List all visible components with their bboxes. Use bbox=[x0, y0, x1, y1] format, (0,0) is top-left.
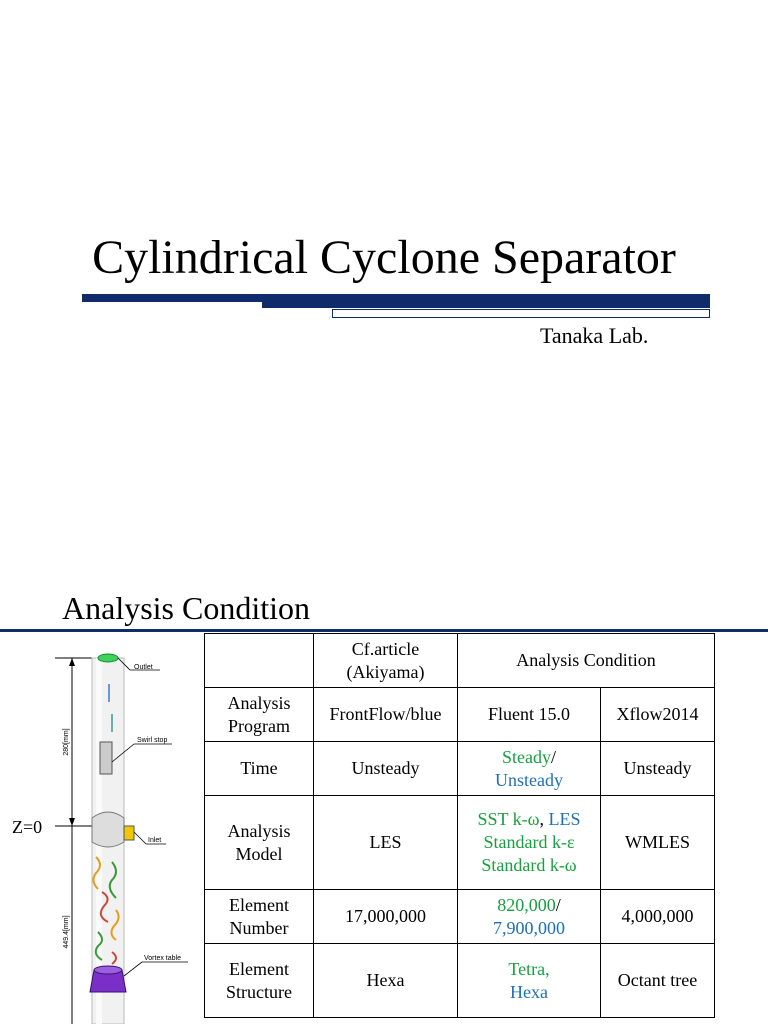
elements-cf: 17,000,000 bbox=[313, 889, 458, 944]
dim-lower-label: 449.4[mm] bbox=[63, 915, 70, 948]
table-row: Analysis Model LES SST k-ω, LES Standard… bbox=[204, 795, 715, 890]
cyclone-figure: 280[mm] 449.4[mm] Z=0 Outlet Sw bbox=[12, 653, 188, 1024]
table-row: Element Number 17,000,000 820,000/ 7,900… bbox=[204, 889, 715, 944]
slide-subtitle: Tanaka Lab. bbox=[540, 323, 649, 348]
vortex-table-top bbox=[93, 965, 123, 975]
swirl-line bbox=[108, 861, 117, 899]
analysis-condition-table: Cf.article (Akiyama) Analysis Condition … bbox=[204, 633, 715, 1018]
header-analysis-condition: Analysis Condition bbox=[457, 633, 715, 688]
model-cf: LES bbox=[313, 795, 458, 890]
dim-arrowhead-top bbox=[69, 658, 75, 666]
inlet-body bbox=[91, 811, 125, 848]
swirl-stop-leader bbox=[111, 743, 135, 763]
dim-upper-label: 280[mm] bbox=[63, 728, 70, 755]
vortex-table-label: Vortex table bbox=[144, 955, 181, 962]
analysis-slide: Analysis Condition 280[mm] 449.4[mm] Z=0 bbox=[0, 576, 768, 1024]
slide-title: Cylindrical Cyclone Separator bbox=[92, 231, 676, 284]
analysis-title-rule bbox=[0, 629, 768, 632]
table-row: Cf.article (Akiyama) Analysis Condition bbox=[204, 633, 715, 688]
time-cf: Unsteady bbox=[313, 741, 458, 796]
table-row: Element Structure Hexa Tetra, Hexa Octan… bbox=[204, 943, 715, 1018]
row-label-element-structure: Element Structure bbox=[204, 943, 314, 1018]
title-slide: Cylindrical Cyclone Separator Tanaka Lab… bbox=[82, 231, 710, 348]
inlet-label: Inlet bbox=[148, 837, 161, 844]
title-rule-medium bbox=[262, 302, 710, 308]
program-fluent: Fluent 15.0 bbox=[457, 687, 601, 742]
model-xflow: WMLES bbox=[600, 795, 715, 890]
elements-xflow: 4,000,000 bbox=[600, 889, 715, 944]
table-row: Analysis Program FrontFlow/blue Fluent 1… bbox=[204, 687, 715, 742]
z-zero-label: Z=0 bbox=[12, 817, 42, 837]
model-fluent: SST k-ω, LES Standard k-ε Standard k-ω bbox=[457, 795, 601, 890]
title-rule-thick bbox=[82, 294, 710, 302]
swirl-line bbox=[99, 891, 109, 923]
swirl-line bbox=[111, 951, 117, 965]
outlet-leader bbox=[117, 657, 131, 671]
swirl-line bbox=[92, 856, 101, 890]
row-label-model: Analysis Model bbox=[204, 795, 314, 890]
row-label-program: Analysis Program bbox=[204, 687, 314, 742]
elements-fluent: 820,000/ 7,900,000 bbox=[457, 889, 601, 944]
time-fluent: Steady/ Unsteady bbox=[457, 741, 601, 796]
program-cf: FrontFlow/blue bbox=[313, 687, 458, 742]
inlet-leader bbox=[133, 831, 147, 845]
program-xflow: Xflow2014 bbox=[600, 687, 715, 742]
swirl-stop bbox=[99, 741, 113, 775]
header-cf-article: Cf.article (Akiyama) bbox=[313, 633, 458, 688]
outlet-disc bbox=[97, 653, 119, 663]
structure-fluent: Tetra, Hexa bbox=[457, 943, 601, 1018]
swirl-line bbox=[94, 931, 103, 961]
structure-cf: Hexa bbox=[313, 943, 458, 1018]
time-xflow: Unsteady bbox=[600, 741, 715, 796]
structure-xflow: Octant tree bbox=[600, 943, 715, 1018]
swirl-stop-label: Swirl stop bbox=[137, 737, 167, 744]
row-label-time: Time bbox=[204, 741, 314, 796]
analysis-slide-title: Analysis Condition bbox=[62, 590, 311, 626]
title-rule-outline bbox=[332, 309, 710, 318]
table-row: Time Unsteady Steady/ Unsteady Unsteady bbox=[204, 741, 715, 796]
row-label-element-number: Element Number bbox=[204, 889, 314, 944]
vortex-table-leader bbox=[123, 961, 143, 977]
inlet-port bbox=[123, 825, 135, 841]
header-empty-cell bbox=[204, 633, 314, 688]
dim-arrowhead-mid bbox=[69, 818, 75, 826]
outlet-label: Outlet bbox=[134, 664, 153, 671]
swirl-line bbox=[110, 909, 120, 941]
